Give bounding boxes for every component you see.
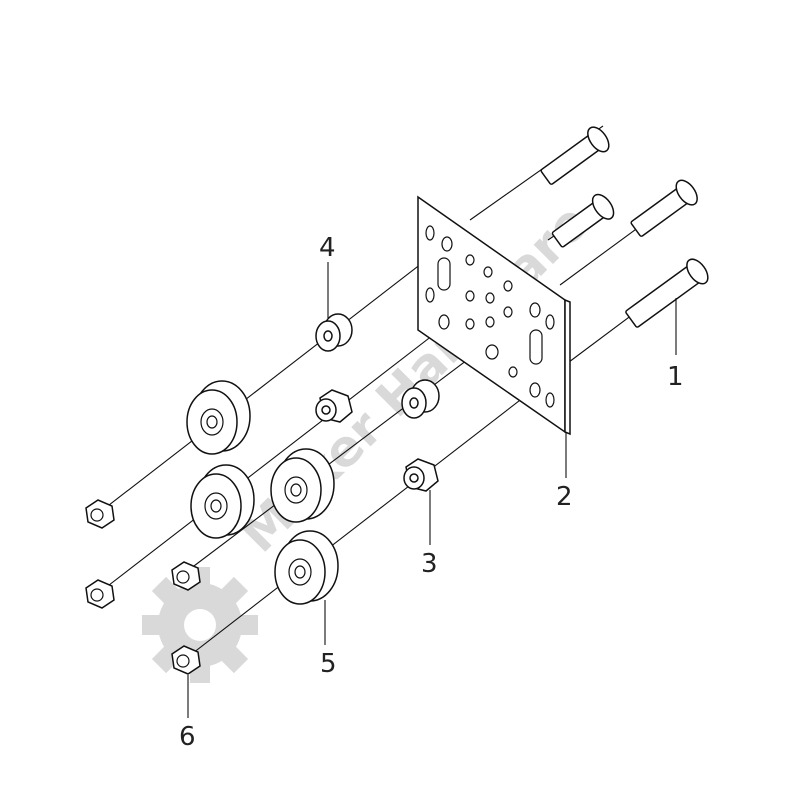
eccentric-nut-lower (403, 458, 439, 492)
wheel-middle-left (190, 464, 255, 539)
callout-3: 3 (421, 549, 438, 579)
leader-lines (187, 262, 677, 718)
lock-nut-top (85, 499, 115, 529)
callout-4: 4 (319, 233, 336, 263)
bolt-lower-right (625, 258, 709, 328)
wheel-top-left (186, 380, 251, 455)
wheel-bottom (274, 530, 339, 605)
lock-nut-middle (85, 579, 115, 609)
callout-5: 5 (320, 649, 337, 679)
eccentric-nut-upper (315, 389, 353, 423)
lock-nut-bottom (171, 645, 201, 675)
callout-6: 6 (179, 722, 196, 752)
lock-nut-right (171, 561, 201, 591)
mounting-plate (417, 195, 571, 436)
bolt-upper-right (630, 179, 698, 237)
bolt-top (540, 126, 610, 185)
callout-1: 1 (667, 362, 684, 392)
spacer-upper (315, 313, 353, 352)
wheel-middle-right (270, 448, 335, 523)
callout-2: 2 (556, 482, 573, 512)
spacer-lower (401, 379, 440, 419)
bolt-middle (551, 193, 615, 248)
